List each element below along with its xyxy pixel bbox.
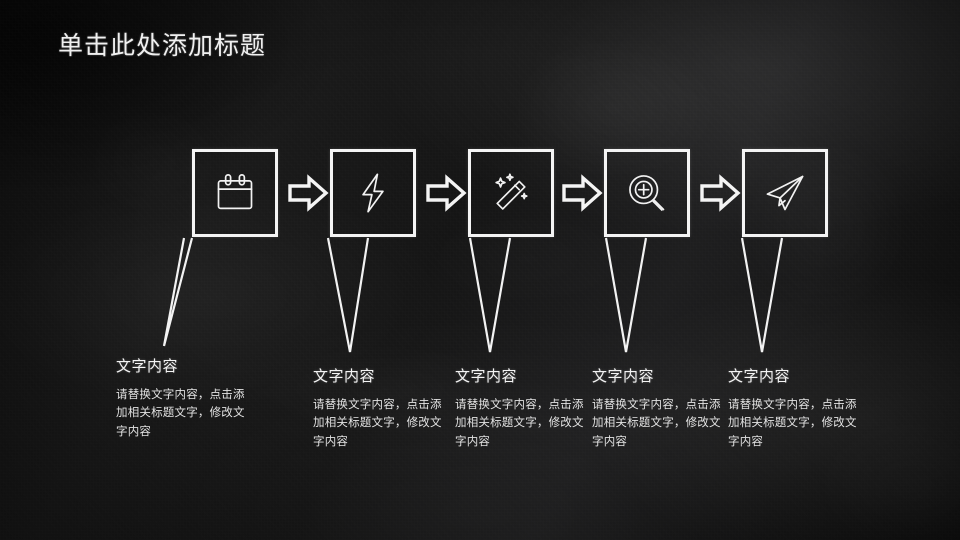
connector-line-2 (310, 236, 420, 358)
paper-plane-icon (763, 171, 807, 215)
zoom-in-magnifier-icon (625, 171, 669, 215)
caption-body-2: 请替换文字内容，点击添加相关标题文字，修改文字内容 (313, 398, 442, 448)
caption-block-3: 文字内容 请替换文字内容，点击添加相关标题文字，修改文字内容 (455, 368, 595, 452)
caption-body-1: 请替换文字内容，点击添加相关标题文字，修改文字内容 (116, 388, 245, 438)
caption-block-5: 文字内容 请替换文字内容，点击添加相关标题文字，修改文字内容 (728, 368, 868, 452)
caption-title-3: 文字内容 (455, 368, 518, 385)
arrow-right-3 (560, 171, 604, 215)
step-box-1[interactable] (192, 149, 278, 237)
caption-block-4: 文字内容 请替换文字内容，点击添加相关标题文字，修改文字内容 (592, 368, 732, 452)
step-box-2[interactable] (330, 149, 416, 237)
connector-line-5 (722, 236, 832, 358)
caption-title-2: 文字内容 (313, 368, 376, 385)
connector-line-3 (450, 236, 560, 358)
caption-block-2: 文字内容 请替换文字内容，点击添加相关标题文字，修改文字内容 (313, 368, 453, 452)
step-box-4[interactable] (604, 149, 690, 237)
connector-line-4 (586, 236, 696, 358)
caption-body-4: 请替换文字内容，点击添加相关标题文字，修改文字内容 (592, 398, 721, 448)
connector-line-1 (150, 236, 290, 354)
page-title: 单击此处添加标题 (58, 32, 267, 60)
caption-body-3: 请替换文字内容，点击添加相关标题文字，修改文字内容 (455, 398, 584, 448)
step-box-5[interactable] (742, 149, 828, 237)
magic-wand-icon (489, 171, 533, 215)
arrow-right-2 (424, 171, 468, 215)
calendar-icon (213, 171, 257, 215)
caption-block-1: 文字内容 请替换文字内容，点击添加相关标题文字，修改文字内容 (116, 358, 256, 442)
caption-title-1: 文字内容 (116, 358, 179, 375)
caption-body-5: 请替换文字内容，点击添加相关标题文字，修改文字内容 (728, 398, 857, 448)
lightning-bolt-icon (351, 171, 395, 215)
caption-title-4: 文字内容 (592, 368, 655, 385)
arrow-right-4 (698, 171, 742, 215)
arrow-right-1 (286, 171, 330, 215)
caption-title-5: 文字内容 (728, 368, 791, 385)
step-box-3[interactable] (468, 149, 554, 237)
